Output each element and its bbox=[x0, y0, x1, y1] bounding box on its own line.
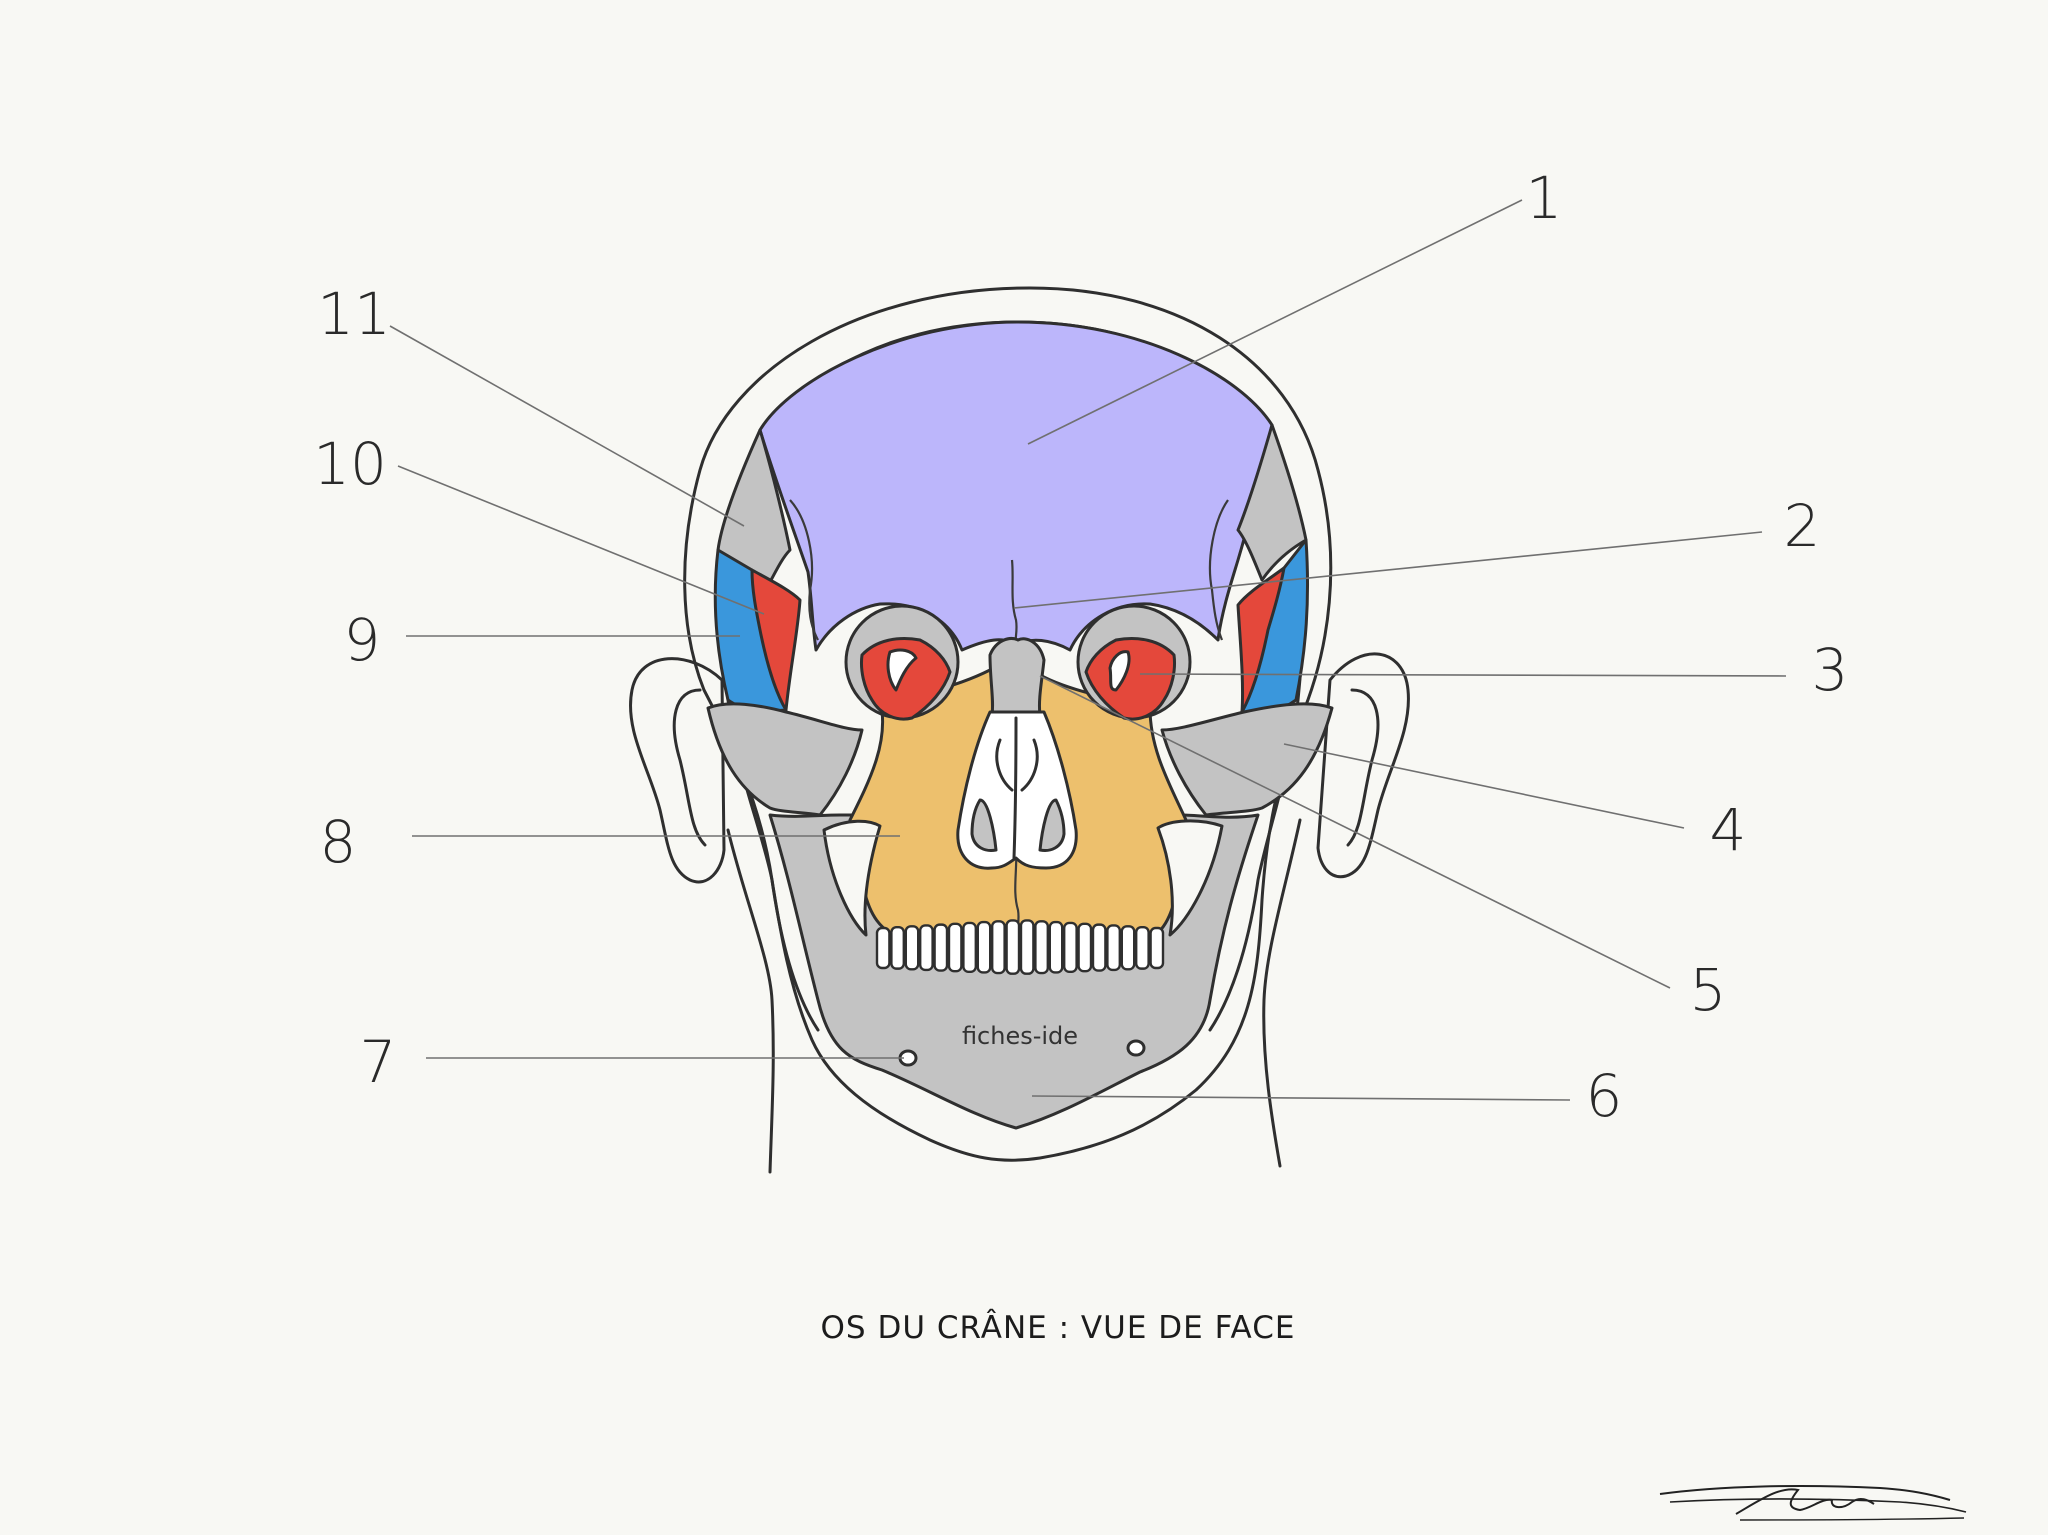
tooth bbox=[1149, 926, 1165, 970]
tooth bbox=[1005, 919, 1021, 975]
leader-line-2 bbox=[1013, 531, 1763, 609]
watermark-text: fiches-ide bbox=[962, 1022, 1078, 1050]
right-ear bbox=[1316, 652, 1410, 879]
tooth bbox=[890, 925, 906, 970]
leader-line-1 bbox=[1027, 199, 1523, 445]
tooth bbox=[962, 921, 978, 973]
signature bbox=[1659, 1485, 1967, 1521]
left-ear bbox=[629, 657, 726, 884]
tooth bbox=[1062, 921, 1078, 973]
tooth bbox=[1019, 919, 1035, 975]
sphenoid-bone-left bbox=[750, 568, 802, 712]
tooth bbox=[904, 925, 920, 971]
leader-line-3 bbox=[1139, 673, 1787, 677]
nasal-bone bbox=[988, 637, 1046, 717]
tooth bbox=[919, 924, 934, 972]
label-7: 7 bbox=[360, 1028, 397, 1096]
tooth bbox=[875, 926, 891, 970]
label-1: 1 bbox=[1526, 164, 1563, 232]
leader-line-10 bbox=[397, 465, 765, 615]
zygomatic-bone-left bbox=[706, 702, 864, 817]
neck-right bbox=[1262, 818, 1302, 1168]
label-10: 10 bbox=[313, 430, 387, 498]
label-8: 8 bbox=[320, 808, 357, 876]
label-2: 2 bbox=[1784, 492, 1821, 560]
diagram-title: OS DU CRÂNE : VUE DE FACE bbox=[821, 1310, 1296, 1346]
label-4: 4 bbox=[1710, 796, 1747, 864]
tooth bbox=[976, 920, 992, 974]
leader-lines bbox=[389, 199, 1787, 1101]
label-3: 3 bbox=[1812, 636, 1849, 704]
tooth bbox=[1077, 922, 1093, 973]
zygomatic-bone-right bbox=[1160, 702, 1334, 817]
number-labels: 1 2 3 4 5 6 7 8 9 10 11 bbox=[313, 164, 1848, 1130]
mental-foramen-right bbox=[1126, 1039, 1146, 1057]
tooth bbox=[1120, 925, 1136, 971]
head-outline bbox=[683, 286, 1333, 1162]
tooth bbox=[1106, 924, 1122, 972]
leader-line-11 bbox=[389, 325, 745, 527]
tooth bbox=[1034, 920, 1050, 975]
leader-line-5 bbox=[1039, 675, 1671, 989]
tooth bbox=[1134, 925, 1150, 970]
leader-line-4 bbox=[1283, 743, 1685, 829]
right-orbit bbox=[1076, 604, 1192, 721]
label-9: 9 bbox=[344, 606, 381, 674]
tooth bbox=[1091, 923, 1107, 972]
label-6: 6 bbox=[1586, 1062, 1623, 1130]
tooth bbox=[933, 923, 949, 972]
left-orbit bbox=[844, 604, 960, 721]
leader-line-6 bbox=[1031, 1095, 1571, 1101]
parietal-bone-right bbox=[1236, 423, 1308, 582]
frontal-bone bbox=[758, 320, 1274, 652]
tooth bbox=[1048, 920, 1064, 974]
neck-left bbox=[726, 828, 775, 1174]
tooth bbox=[991, 920, 1006, 975]
label-5: 5 bbox=[1690, 956, 1727, 1024]
label-11: 11 bbox=[317, 280, 391, 348]
tooth bbox=[947, 922, 963, 973]
upper-teeth bbox=[875, 919, 1165, 975]
